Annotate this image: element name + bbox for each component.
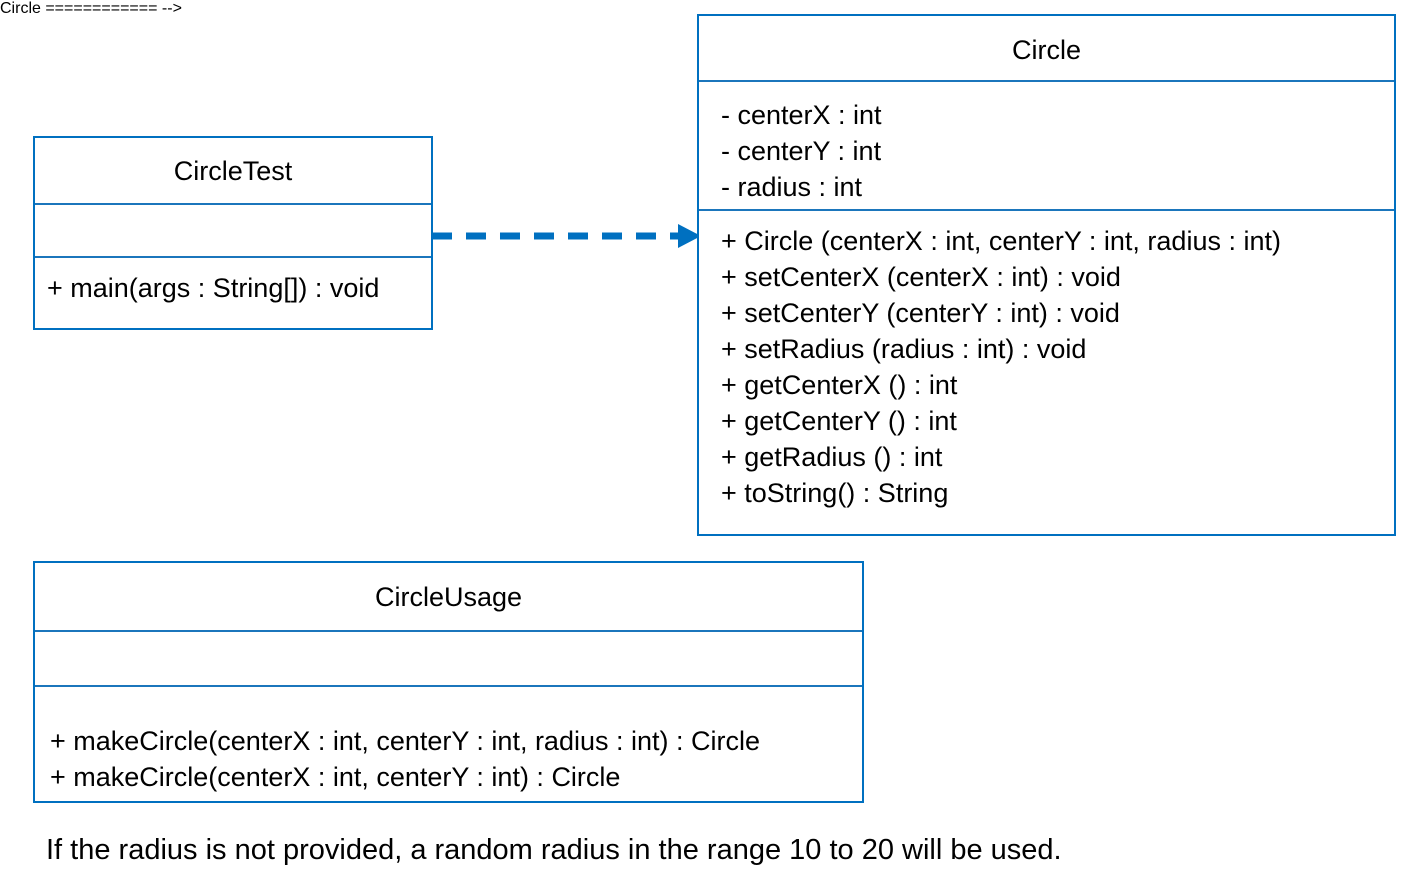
operation-item: + setCenterY (centerY : int) : void	[721, 298, 1120, 328]
class-name-circletest: CircleTest	[173, 156, 293, 186]
operation-item: + Circle (centerX : int, centerY : int, …	[721, 226, 1281, 256]
dependency-arrow-circletest-to-circle	[430, 219, 702, 253]
operation-item: + makeCircle(centerX : int, centerY : in…	[50, 726, 761, 756]
attribute-item: - radius : int	[721, 172, 863, 202]
operations-compartment-circle: + Circle (centerX : int, centerY : int, …	[699, 209, 1394, 534]
operation-item: + setCenterX (centerX : int) : void	[721, 262, 1121, 292]
class-name-circle: Circle	[1011, 35, 1081, 65]
operation-item: + main(args : String[]) : void	[47, 273, 380, 303]
attribute-item: - centerX : int	[721, 100, 882, 130]
operation-item: + getRadius () : int	[721, 442, 943, 472]
operation-item: + getCenterX () : int	[721, 370, 958, 400]
operations-compartment-circleusage: + makeCircle(centerX : int, centerY : in…	[35, 685, 862, 801]
operation-item: + makeCircle(centerX : int, centerY : in…	[50, 762, 621, 792]
attributes-compartment-circleusage	[35, 630, 862, 685]
diagram-caption: If the radius is not provided, a random …	[46, 834, 1062, 866]
class-name-circleusage: CircleUsage	[374, 582, 523, 612]
attributes-compartment-circletest	[35, 203, 431, 256]
operation-item: + getCenterY () : int	[721, 406, 957, 436]
operations-compartment-circletest: + main(args : String[]) : void	[35, 256, 431, 328]
attribute-item: - centerY : int	[721, 136, 882, 166]
operation-item: + setRadius (radius : int) : void	[721, 334, 1087, 364]
class-box-circle[interactable]: Circle - centerX : int - centerY : int -…	[697, 14, 1396, 536]
dependency-arrow-icon	[432, 224, 701, 248]
attributes-compartment-circle: - centerX : int - centerY : int - radius…	[699, 80, 1394, 209]
class-box-circletest[interactable]: CircleTest + main(args : String[]) : voi…	[33, 136, 433, 330]
operation-item: + toString() : String	[721, 478, 949, 508]
class-box-circleusage[interactable]: CircleUsage + makeCircle(centerX : int, …	[33, 561, 864, 803]
